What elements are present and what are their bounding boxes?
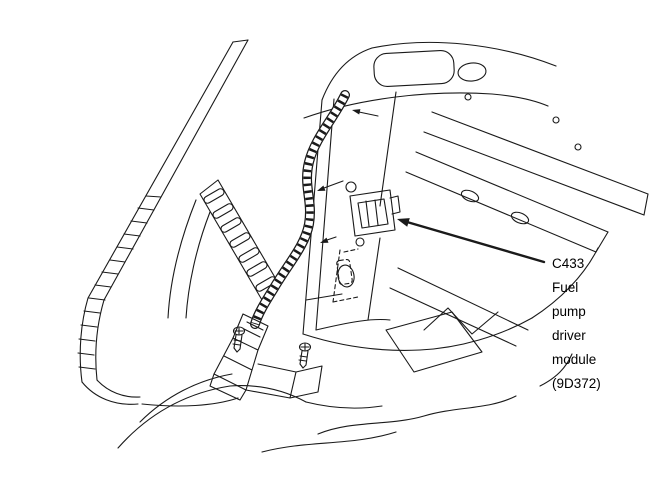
package-tray xyxy=(303,41,582,151)
callout-line: Fuel xyxy=(552,280,579,295)
callout-line-base-part: (9D372) xyxy=(552,376,601,391)
module-connector xyxy=(345,181,401,247)
callout-arrow xyxy=(397,218,546,264)
harness-connector xyxy=(209,313,323,401)
callout-line-part-number: C433 xyxy=(552,256,585,271)
leader-arrowhead-lower xyxy=(320,237,329,243)
rear-panel xyxy=(405,111,649,319)
callout-label: C433 Fuel pump driver module (9D372) xyxy=(552,252,652,396)
wheel-arch xyxy=(117,373,307,449)
wiring-harness-tube xyxy=(250,90,350,329)
harness-leader-arrows xyxy=(323,111,379,241)
hidden-bracket-lines xyxy=(332,248,359,303)
seat-bolster-lines xyxy=(167,199,211,319)
left-pillar-panel xyxy=(77,39,249,405)
mounting-screw-left xyxy=(232,326,246,353)
mounting-screw-right xyxy=(298,342,312,369)
floor-pan xyxy=(261,267,573,453)
callout-line: module xyxy=(552,352,597,367)
central-panel xyxy=(302,91,397,335)
slotted-vent-panel xyxy=(199,179,281,301)
callout-line: driver xyxy=(552,328,586,343)
callout-line: pump xyxy=(552,304,586,319)
leader-arrowhead-middle xyxy=(317,185,326,191)
leader-arrowhead-top xyxy=(352,109,361,115)
